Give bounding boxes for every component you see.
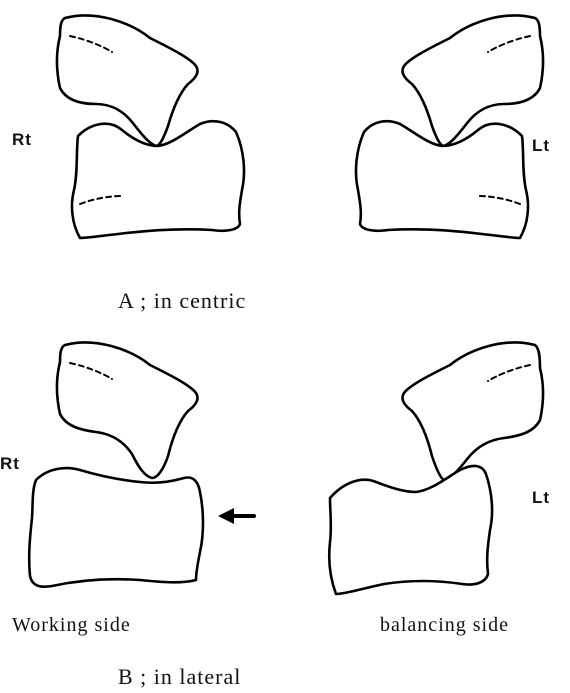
panel-b-diagram bbox=[29, 342, 543, 594]
panel-a-right-upper-tooth bbox=[57, 15, 198, 146]
panel-b-right-label: Rt bbox=[0, 455, 20, 472]
panel-b-right-tooth-pair bbox=[29, 342, 203, 586]
panel-a-left-tooth-pair bbox=[356, 15, 543, 238]
panel-a-left-label: Lt bbox=[532, 137, 550, 154]
arrow-head bbox=[218, 508, 234, 524]
panel-b-right-upper-tooth bbox=[57, 342, 198, 478]
panel-a-right-label: Rt bbox=[12, 131, 32, 148]
panel-a-caption: A ; in centric bbox=[118, 290, 246, 312]
panel-b-left-lower-tooth bbox=[329, 466, 492, 594]
panel-a-left-upper-tooth bbox=[402, 15, 543, 146]
panel-b-movement-arrow bbox=[218, 508, 254, 524]
panel-a-right-tooth-pair bbox=[57, 15, 244, 238]
panel-b-caption: B ; in lateral bbox=[118, 666, 241, 688]
panel-b-balancing-side-label: balancing side bbox=[380, 615, 509, 635]
panel-a-diagram bbox=[57, 15, 543, 238]
panel-b-left-upper-tooth bbox=[402, 342, 543, 480]
panel-b-left-tooth-pair bbox=[329, 342, 543, 594]
panel-b-left-label: Lt bbox=[532, 489, 550, 506]
panel-b-working-side-label: Working side bbox=[12, 615, 131, 635]
panel-b-right-lower-tooth bbox=[29, 468, 203, 587]
